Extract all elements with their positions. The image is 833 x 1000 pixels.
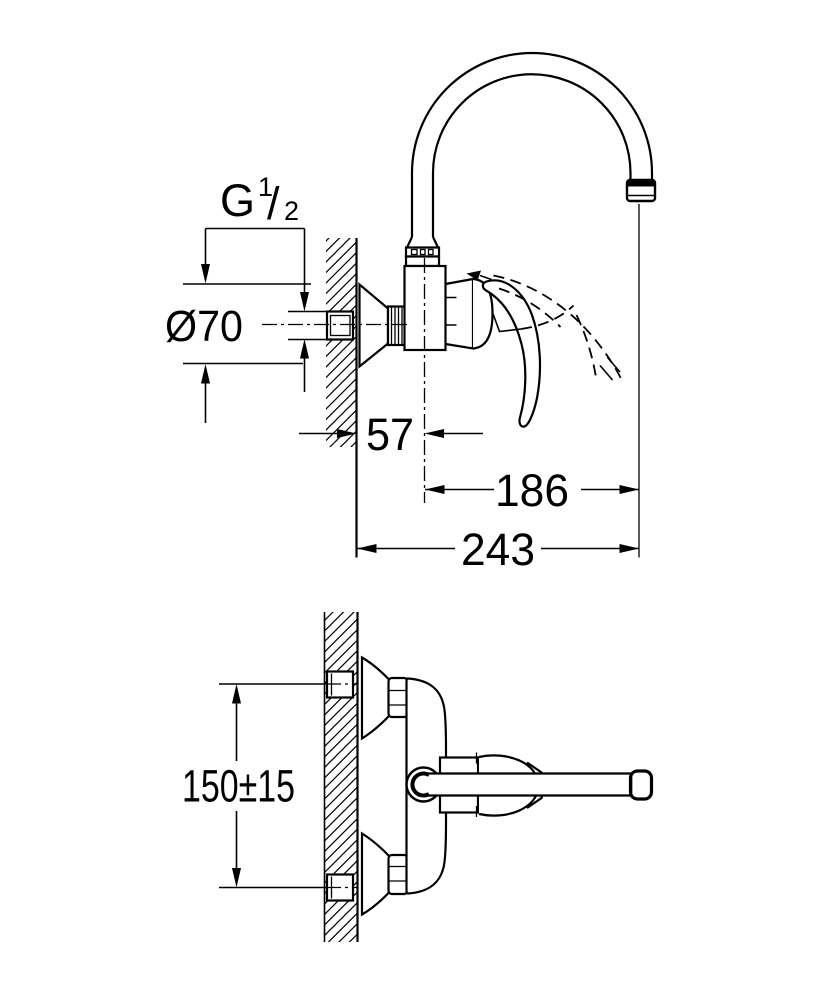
dim-label-243: 243 (461, 524, 535, 575)
supply-fitting-side (325, 310, 355, 341)
union-nut-plan-top (387, 676, 409, 719)
dim-center-to-outlet: 186 (425, 465, 639, 516)
dim-label-thread-numerator: 1 (258, 172, 273, 202)
dim-label-186: 186 (495, 465, 569, 516)
dim-wall-to-outlet: 243 (357, 524, 639, 575)
escutcheon-plan-top (360, 655, 391, 741)
spout-arc (410, 51, 654, 237)
wall-hatch-side (326, 238, 357, 447)
dim-wall-to-center: 57 (299, 409, 483, 460)
plan-view (323, 612, 654, 942)
dim-label-57: 57 (366, 409, 414, 460)
swivel-collar-heavy-arc (410, 771, 431, 798)
dim-label-thread-slash: / (267, 178, 280, 229)
side-view-dimensions: G 1 / 2 Ø70 57 (165, 172, 640, 575)
aerator (625, 178, 657, 203)
union-nut-side (386, 305, 408, 347)
union-nut-plan-bottom (387, 853, 409, 896)
spout-endcap (628, 769, 654, 801)
escutcheon-side (358, 282, 390, 369)
wall-section-side (326, 238, 358, 558)
side-view (262, 51, 657, 558)
dim-label-thread-denominator: 2 (284, 196, 299, 226)
rotation-arrow-icon (466, 270, 481, 281)
spout-mounting-ring (404, 236, 441, 268)
escutcheon-plan-bottom (360, 831, 391, 917)
spout-plan (410, 769, 654, 801)
dim-escutcheon-diameter: Ø70 (165, 228, 311, 423)
dim-inlet-spacing: 150±15 (182, 683, 326, 889)
dim-label-escutcheon-dia: Ø70 (165, 302, 243, 351)
dim-thread-g-half: G 1 / 2 (205, 172, 328, 392)
dim-label-150: 150±15 (182, 761, 295, 812)
lever-handle (481, 279, 542, 428)
dim-label-thread-base: G (220, 175, 255, 226)
lever-handle-open-dashed (466, 270, 624, 382)
